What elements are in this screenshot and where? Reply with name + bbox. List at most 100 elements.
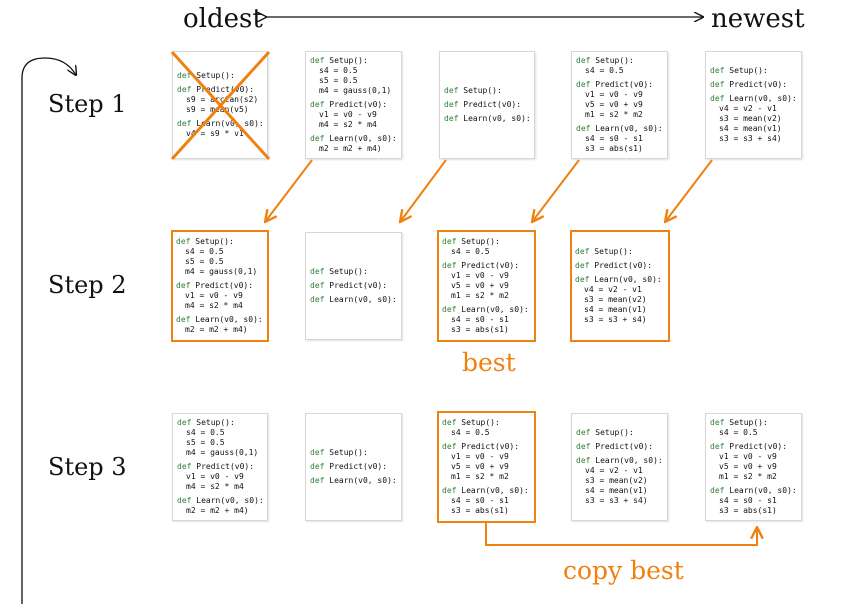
function-signature: def Predict(v0): [176, 281, 264, 291]
function-signature: def Setup(): [710, 66, 797, 76]
signature-text: Predict(v0): [196, 85, 255, 94]
code-line: s9 = arctan(s2) [186, 95, 259, 104]
signature-text: Predict(v0): [595, 80, 654, 89]
code-line: v1 = v0 - v9 [451, 452, 509, 461]
signature-text: Setup(): [595, 56, 634, 65]
def-keyword: def [176, 315, 196, 324]
shift-arrow [400, 159, 447, 222]
function-signature: def Setup(): [442, 237, 531, 247]
def-keyword: def [310, 134, 330, 143]
signature-text: Setup(): [329, 448, 368, 457]
function-block: def Setup(): [575, 247, 665, 257]
oldest-label: oldest [183, 4, 263, 34]
signature-text: Predict(v0): [729, 442, 788, 451]
signature-text: Setup(): [196, 418, 235, 427]
def-keyword: def [310, 281, 330, 290]
signature-text: Predict(v0): [329, 100, 388, 109]
code-line: s5 = 0.5 [185, 257, 224, 266]
code-line: s5 = 0.5 [319, 76, 358, 85]
def-keyword: def [442, 486, 462, 495]
program-code: def Setup():s4 = 0.5 def Predict(v0):v1 =… [710, 418, 797, 516]
code-line: v1 = v0 - v9 [186, 472, 244, 481]
signature-text: Learn(v0, s0): [594, 275, 662, 284]
function-signature: def Setup(): [442, 418, 531, 428]
def-keyword: def [576, 442, 596, 451]
def-keyword: def [576, 428, 596, 437]
def-keyword: def [710, 442, 730, 451]
function-signature: def Predict(v0): [576, 442, 663, 452]
code-line: m4 = s2 * m4 [186, 482, 244, 491]
signature-text: Predict(v0): [329, 462, 388, 471]
delete-cross [170, 50, 271, 161]
def-keyword: def [576, 56, 596, 65]
program-card-selected: def Setup():def Predict(v0):def Learn(v0… [570, 230, 670, 342]
def-keyword: def [176, 281, 196, 290]
function-signature: def Learn(v0, s0): [176, 315, 264, 325]
code-line: v4 = v2 - v1 [719, 104, 777, 113]
function-block: def Setup():s4 = 0.5 [710, 418, 797, 438]
function-signature: def Predict(v0): [310, 281, 397, 291]
signature-text: Learn(v0, s0): [329, 134, 397, 143]
function-signature: def Learn(v0, s0): [576, 124, 663, 134]
def-keyword: def [310, 267, 330, 276]
function-block: def Predict(v0): [576, 442, 663, 452]
function-signature: def Predict(v0): [710, 80, 797, 90]
signature-text: Learn(v0, s0): [595, 124, 663, 133]
step-3-label: Step 3 [48, 453, 127, 481]
signature-text: Learn(v0, s0): [461, 486, 529, 495]
function-signature: def Learn(v0, s0): [710, 486, 797, 496]
function-signature: def Learn(v0, s0): [442, 305, 531, 315]
signature-text: Predict(v0): [196, 462, 255, 471]
code-line: s4 = s0 - s1 [451, 496, 509, 505]
def-keyword: def [177, 85, 197, 94]
code-line: s3 = mean(v2) [584, 295, 647, 304]
function-signature: def Setup(): [177, 418, 263, 428]
def-keyword: def [176, 237, 196, 246]
def-keyword: def [575, 261, 595, 270]
def-keyword: def [575, 275, 595, 284]
code-line: v5 = v0 + v9 [719, 462, 777, 471]
function-block: def Learn(v0, s0):m2 = m2 + m4) [177, 496, 264, 516]
code-line: m1 = s2 * m2 [451, 291, 509, 300]
def-keyword: def [710, 66, 730, 75]
def-keyword: def [442, 237, 462, 246]
function-block: def Learn(v0, s0):m2 = m2 + m4) [176, 315, 264, 335]
function-signature: def Learn(v0, s0): [442, 486, 531, 496]
code-line: s4 = s0 - s1 [451, 315, 509, 324]
def-keyword: def [177, 496, 197, 505]
function-block: def Setup(): [444, 86, 530, 96]
signature-text: Predict(v0): [594, 261, 653, 270]
function-block: def Predict(v0): [710, 80, 797, 90]
code-line: m4 = s2 * m4 [319, 120, 377, 129]
shift-arrow [532, 159, 580, 222]
code-line: m2 = m2 + m4) [185, 325, 248, 334]
def-keyword: def [310, 56, 330, 65]
def-keyword: def [310, 476, 330, 485]
signature-text: Predict(v0): [463, 100, 522, 109]
def-keyword: def [576, 124, 596, 133]
def-keyword: def [442, 261, 462, 270]
code-line: s3 = s3 + s4) [585, 496, 648, 505]
def-keyword: def [177, 119, 197, 128]
code-line: m1 = s2 * m2 [451, 472, 509, 481]
def-keyword: def [310, 462, 330, 471]
signature-text: Setup(): [195, 237, 234, 246]
function-signature: def Learn(v0, s0): [576, 456, 663, 466]
code-line: s4 = 0.5 [451, 247, 490, 256]
code-line: s3 = abs(s1) [585, 144, 643, 153]
function-block: def Setup():s4 = 0.5 [576, 56, 663, 76]
code-line: v1 = v0 - v9 [719, 452, 777, 461]
signature-text: Learn(v0, s0): [463, 114, 531, 123]
signature-text: Learn(v0, s0): [595, 456, 663, 465]
code-line: s3 = s3 + s4) [719, 134, 782, 143]
code-line: m1 = s2 * m2 [719, 472, 777, 481]
